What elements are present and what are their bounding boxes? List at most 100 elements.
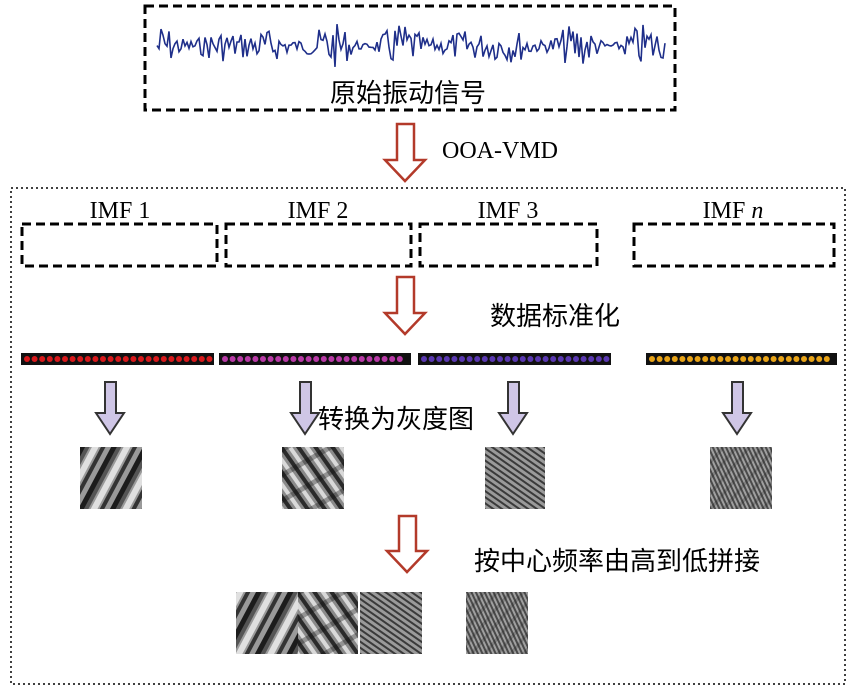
sequence-dot <box>107 356 114 362</box>
sequence-dot <box>130 356 137 362</box>
sequence-dot <box>69 356 76 362</box>
sequence-dot <box>785 356 792 362</box>
imf-n-box <box>632 222 836 268</box>
imf-2-label: IMF 2 <box>288 198 349 224</box>
sequence-dot <box>451 356 458 362</box>
sequence-dot <box>298 356 304 362</box>
sequence-dot <box>481 356 488 362</box>
sequence-dot <box>206 356 213 362</box>
step-normalize-label: 数据标准化 <box>490 302 620 332</box>
sequence-dot <box>671 356 678 362</box>
sequence-dot <box>573 356 579 362</box>
sequence-dot <box>497 356 503 362</box>
sequence-dot <box>198 356 205 362</box>
sequence-dot <box>504 356 511 362</box>
sequence-dot <box>176 356 182 362</box>
sequence-dot <box>191 356 198 362</box>
sequence-dot <box>565 356 572 362</box>
signal-box <box>143 4 677 112</box>
sequence-dot <box>168 356 175 362</box>
down-arrow-icon <box>497 381 529 436</box>
sequence-dot <box>351 356 358 362</box>
sequence-dot <box>46 356 53 362</box>
sequence-dot <box>527 356 534 362</box>
sequence-dot <box>31 356 38 362</box>
sequence-dot <box>557 356 564 362</box>
sequence-dot <box>138 356 144 362</box>
sequence-dot <box>396 356 403 362</box>
sequence-dot <box>687 356 693 362</box>
sequence-dot <box>747 356 754 362</box>
sequence-dot <box>679 356 686 362</box>
sequence-dot <box>62 356 68 362</box>
sequence-dot <box>443 356 450 362</box>
decomposition-container <box>10 187 846 685</box>
down-arrow-icon <box>289 381 321 436</box>
normalized-sequence-2 <box>219 353 411 365</box>
sequence-dot <box>656 356 663 362</box>
sequence-dot <box>428 356 435 362</box>
sequence-dot <box>778 356 785 362</box>
sequence-dot <box>770 356 777 362</box>
sequence-dot <box>694 356 701 362</box>
grayscale-image-imf-3 <box>485 447 545 509</box>
sequence-dot <box>260 356 266 362</box>
sequence-dot <box>459 356 465 362</box>
imf-n-label: IMF n <box>703 198 764 224</box>
sequence-dot <box>542 356 549 362</box>
step-concatenate-label: 按中心频率由高到低拼接 <box>474 547 760 577</box>
sequence-dot <box>84 356 91 362</box>
sequence-dot <box>732 356 739 362</box>
sequence-dot <box>519 356 526 362</box>
sequence-dot <box>763 356 769 362</box>
hollow-down-arrow-icon <box>382 122 428 183</box>
sequence-dot <box>229 356 236 362</box>
sequence-dot <box>740 356 747 362</box>
sequence-dot <box>305 356 312 362</box>
sequence-dot <box>275 356 282 362</box>
sequence-dot <box>808 356 815 362</box>
sequence-dot <box>252 356 259 362</box>
sequence-dot <box>290 356 297 362</box>
sequence-dot <box>358 356 365 362</box>
sequence-dot <box>24 356 30 362</box>
sequence-dot <box>39 356 46 362</box>
grayscale-image-imf-1 <box>80 447 142 509</box>
signal-label: 原始振动信号 <box>330 79 486 109</box>
sequence-dot <box>320 356 327 362</box>
method-label: OOA-VMD <box>442 138 558 164</box>
sequence-dot <box>343 356 350 362</box>
sequence-dot <box>336 356 342 362</box>
imf-3-label: IMF 3 <box>478 198 539 224</box>
sequence-dot <box>381 356 388 362</box>
sequence-dot <box>244 356 251 362</box>
sequence-dot <box>100 356 106 362</box>
sequence-dot <box>595 356 602 362</box>
concat-image-n <box>466 592 528 654</box>
sequence-dot <box>374 356 380 362</box>
sequence-dot <box>153 356 160 362</box>
sequence-dot <box>717 356 724 362</box>
sequence-dot <box>755 356 762 362</box>
sequence-dot <box>793 356 800 362</box>
sequence-dot <box>550 356 557 362</box>
sequence-dot <box>603 356 610 362</box>
imf-2-box <box>224 222 413 268</box>
vibration-signal-waveform <box>156 24 666 67</box>
sequence-dot <box>183 356 190 362</box>
sequence-dot <box>222 356 228 362</box>
grayscale-image-imf-2 <box>282 447 344 509</box>
sequence-dot <box>160 356 167 362</box>
sequence-dot <box>122 356 129 362</box>
sequence-dot <box>466 356 473 362</box>
concat-image-3 <box>360 592 422 654</box>
normalized-sequence-3 <box>418 353 611 365</box>
sequence-dot <box>328 356 335 362</box>
grayscale-image-imf-n <box>710 447 772 509</box>
sequence-dot <box>237 356 244 362</box>
hollow-down-arrow-icon <box>384 514 430 574</box>
sequence-dot <box>267 356 274 362</box>
down-arrow-icon <box>721 381 753 436</box>
sequence-dot <box>115 356 122 362</box>
